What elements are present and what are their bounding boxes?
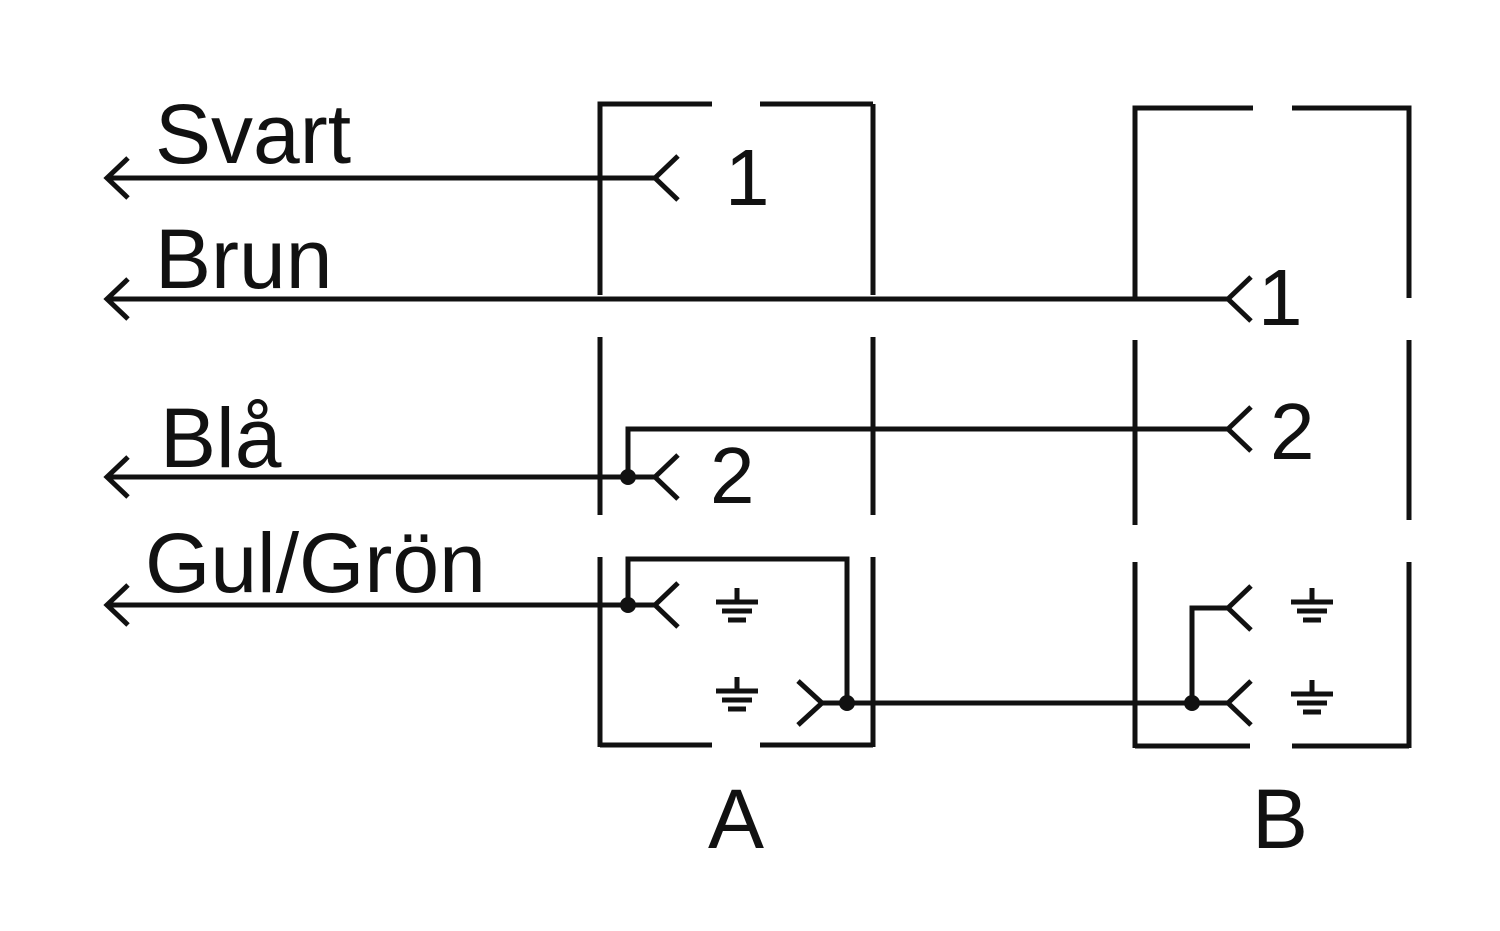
connector-a-pin-2: 2	[710, 431, 755, 520]
wire-label-svart: Svart	[155, 87, 351, 181]
junction-dot	[620, 597, 636, 613]
wire-gul-gron: Gul/Grön	[103, 516, 1253, 727]
socket-contact-icon	[1224, 679, 1253, 727]
junction-dot	[839, 695, 855, 711]
ground-icon	[716, 588, 758, 623]
arrow-left-icon	[103, 277, 130, 321]
wire-brun: Brun	[103, 212, 1253, 323]
connector-a-label: A	[708, 772, 764, 866]
socket-contact-icon	[1224, 275, 1253, 323]
socket-contact-icon	[1224, 584, 1253, 632]
connector-b-pin-2: 2	[1270, 387, 1315, 476]
connector-b-frame	[1132, 105, 1412, 749]
wire-label-bla: Blå	[160, 391, 282, 485]
arrow-left-icon	[103, 156, 130, 200]
wire-bla: Blå	[103, 391, 1253, 501]
ground-icon	[716, 677, 758, 712]
wire-svart: Svart	[103, 87, 680, 202]
socket-contact-icon	[651, 581, 680, 629]
connector-b-label: B	[1252, 772, 1308, 866]
socket-contact-icon	[796, 679, 826, 727]
ground-icon	[1291, 588, 1333, 623]
arrow-left-icon	[103, 455, 130, 499]
wire-label-brun: Brun	[155, 212, 332, 306]
socket-contact-icon	[1224, 405, 1253, 453]
socket-contact-icon	[651, 154, 680, 202]
arrow-left-icon	[103, 583, 130, 627]
junction-dot	[1184, 695, 1200, 711]
junction-dot	[620, 469, 636, 485]
ground-icon	[1291, 680, 1333, 715]
connector-b-pin-1: 1	[1258, 253, 1303, 342]
connector-a-frame	[597, 101, 876, 748]
wire-label-gul-gron: Gul/Grön	[145, 516, 486, 610]
connector-a-pin-1: 1	[725, 133, 770, 222]
socket-contact-icon	[651, 453, 680, 501]
